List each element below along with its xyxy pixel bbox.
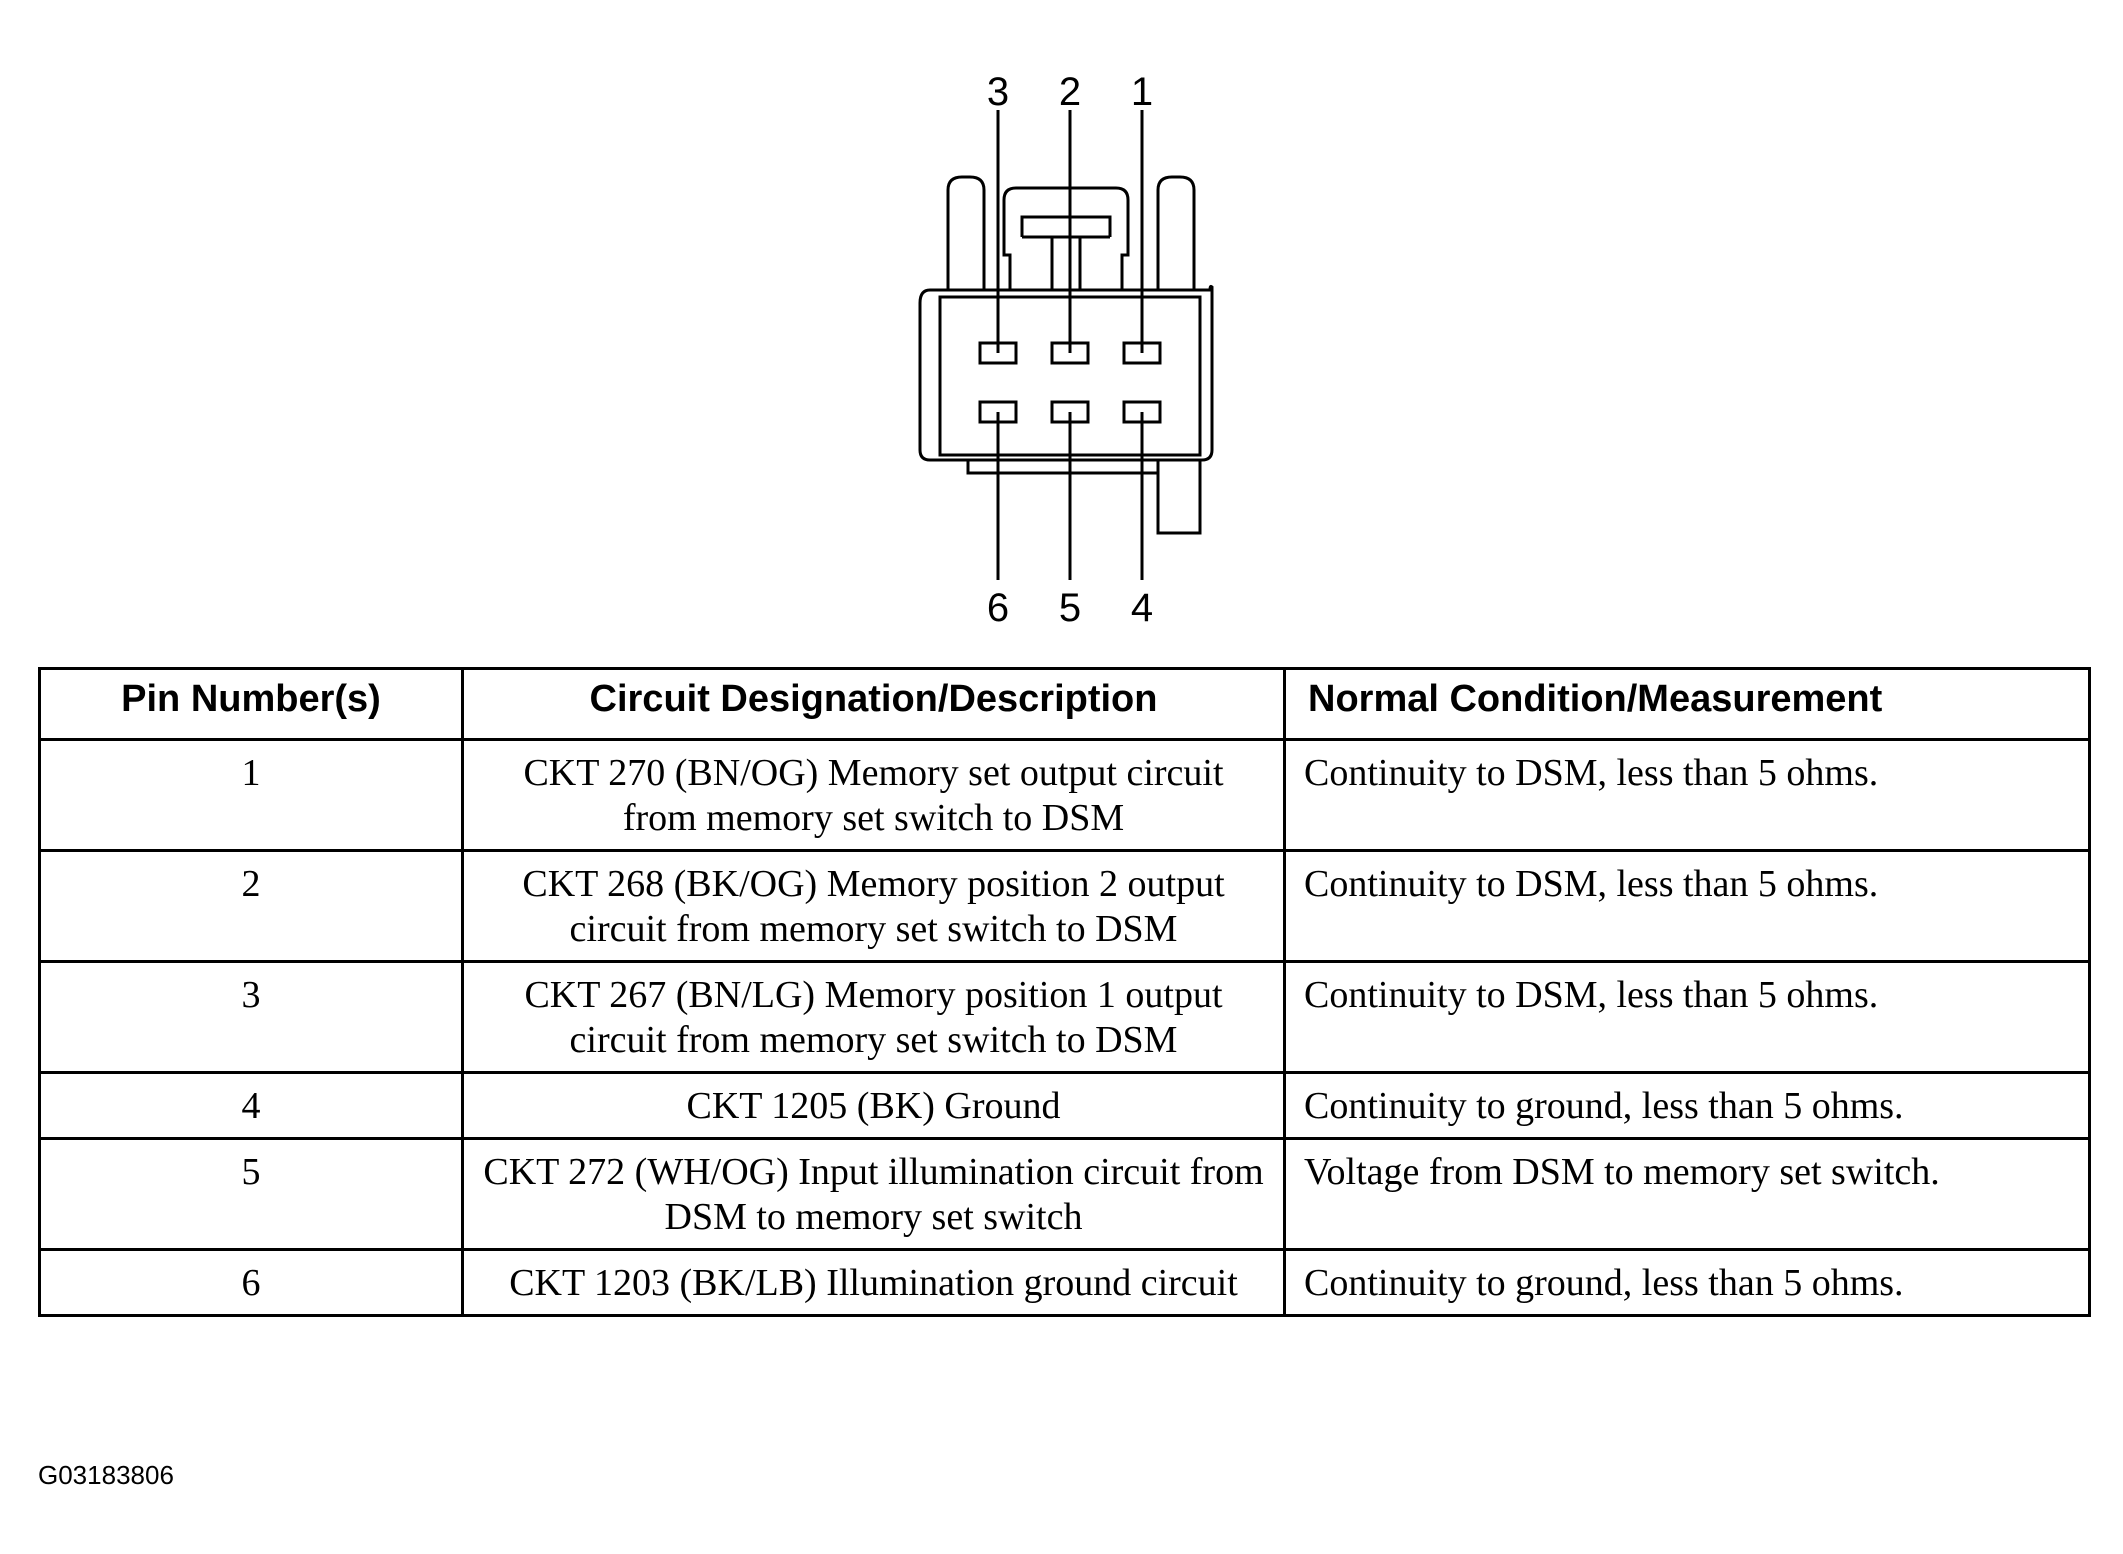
table-row: 6 CKT 1203 (BK/LB) Illumination ground c…	[38, 1248, 2091, 1317]
circuit-description-cell: CKT 267 (BN/LG) Memory position 1 output…	[461, 960, 1286, 1074]
normal-condition-cell: Continuity to DSM, less than 5 ohms.	[1283, 849, 2091, 963]
header-normal-condition: Normal Condition/Measurement	[1283, 667, 2091, 741]
table-row: 3 CKT 267 (BN/LG) Memory position 1 outp…	[38, 960, 2091, 1074]
pin-label-6: 6	[987, 586, 1009, 630]
pin-test-table: Pin Number(s) Circuit Designation/Descri…	[38, 667, 2091, 1317]
locking-tab	[1156, 460, 1202, 535]
table-row: 2 CKT 268 (BK/OG) Memory position 2 outp…	[38, 849, 2091, 963]
right-latch	[1156, 175, 1196, 290]
figure-id: G03183806	[38, 1460, 174, 1490]
normal-condition-cell: Continuity to DSM, less than 5 ohms.	[1283, 960, 2091, 1074]
circuit-description-cell: CKT 272 (WH/OG) Input illumination circu…	[461, 1137, 1286, 1251]
pin-number-cell: 5	[38, 1137, 464, 1251]
connector-body	[918, 284, 1214, 462]
pin-number-cell: 2	[38, 849, 464, 963]
table-row: 4 CKT 1205 (BK) Ground Continuity to gro…	[38, 1071, 2091, 1140]
left-latch	[946, 175, 986, 290]
pin-number-cell: 4	[38, 1071, 464, 1140]
pin-label-3: 3	[987, 70, 1009, 114]
top-hood	[1002, 186, 1130, 290]
pin-number-cell: 3	[38, 960, 464, 1074]
pin-label-5: 5	[1059, 586, 1081, 630]
pin-number-cell: 1	[38, 738, 464, 852]
circuit-description-cell: CKT 1203 (BK/LB) Illumination ground cir…	[461, 1248, 1286, 1317]
header-circuit-description: Circuit Designation/Description	[461, 667, 1286, 741]
table-row: 1 CKT 270 (BN/OG) Memory set output circ…	[38, 738, 2091, 852]
pin-label-4: 4	[1131, 586, 1153, 630]
inner-body	[938, 295, 1202, 457]
circuit-description-cell: CKT 270 (BN/OG) Memory set output circui…	[461, 738, 1286, 852]
normal-condition-cell: Voltage from DSM to memory set switch.	[1283, 1137, 2091, 1251]
table-row: 5 CKT 272 (WH/OG) Input illumination cir…	[38, 1137, 2091, 1251]
table-header-row: Pin Number(s) Circuit Designation/Descri…	[38, 667, 2091, 741]
connector-diagram: 3 2 1 6 5 4	[918, 70, 1214, 630]
header-pin-number: Pin Number(s)	[38, 667, 464, 741]
normal-condition-cell: Continuity to DSM, less than 5 ohms.	[1283, 738, 2091, 852]
normal-condition-cell: Continuity to ground, less than 5 ohms.	[1283, 1248, 2091, 1317]
circuit-description-cell: CKT 1205 (BK) Ground	[461, 1071, 1286, 1140]
key-tab	[1020, 215, 1112, 290]
pin-label-1: 1	[1131, 70, 1153, 114]
circuit-description-cell: CKT 268 (BK/OG) Memory position 2 output…	[461, 849, 1286, 963]
pin-label-2: 2	[1059, 70, 1081, 114]
pin-number-cell: 6	[38, 1248, 464, 1317]
normal-condition-cell: Continuity to ground, less than 5 ohms.	[1283, 1071, 2091, 1140]
